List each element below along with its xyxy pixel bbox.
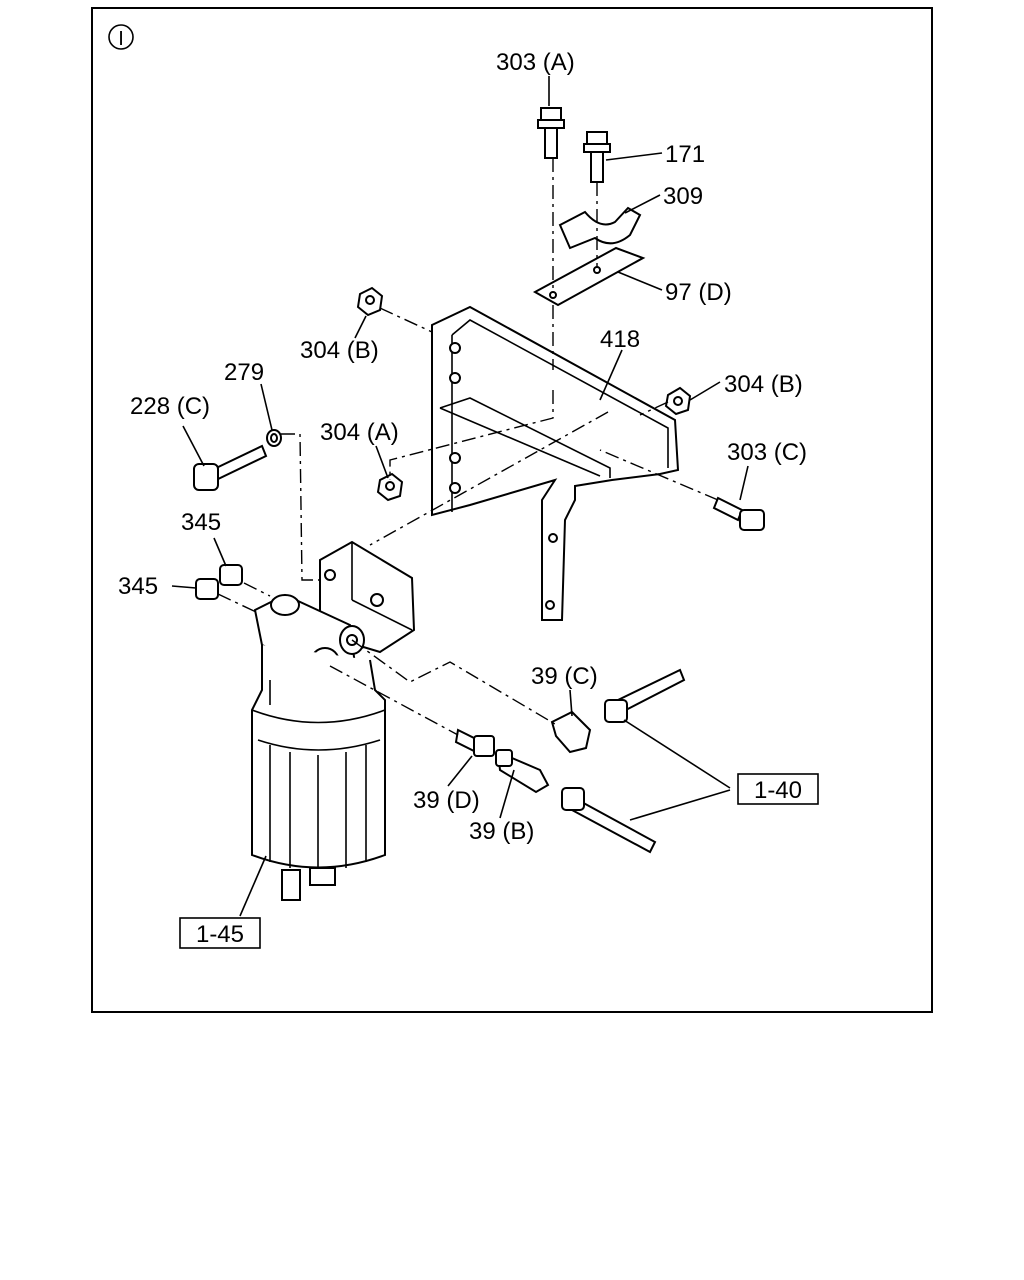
callout-345-lower: 345 <box>118 573 158 600</box>
callout-304b-right: 304 (B) <box>724 371 803 398</box>
washer-279 <box>266 429 282 447</box>
callout-279: 279 <box>224 359 264 386</box>
callout-345-upper: 345 <box>181 509 221 536</box>
callout-39d: 39 (D) <box>413 787 480 814</box>
callout-labels: 303 (A) 171 309 97 (D) 304 (B) 418 304 (… <box>118 49 807 845</box>
nut-304a <box>376 472 404 502</box>
diagram-frame <box>91 7 933 1013</box>
nut-304b-right <box>664 386 692 416</box>
callout-304a: 304 (A) <box>320 419 399 446</box>
plate-97d <box>532 246 646 307</box>
view-marker: I <box>108 24 134 50</box>
ref-1-45-label: 1-45 <box>196 921 244 948</box>
leader-lines <box>171 76 749 917</box>
callout-418: 418 <box>600 326 640 353</box>
callout-303c: 303 (C) <box>727 439 807 466</box>
callout-39b: 39 (B) <box>469 818 534 845</box>
fitting-39d <box>454 728 495 757</box>
view-marker-label: I <box>118 28 124 50</box>
callout-97d: 97 (D) <box>665 279 732 306</box>
callout-303a: 303 (A) <box>496 49 575 76</box>
callout-309: 309 <box>663 183 703 210</box>
assembly-lines <box>217 158 719 736</box>
pipe-upper <box>604 668 686 723</box>
clip-309 <box>558 206 642 250</box>
bracket-418 <box>431 305 680 621</box>
plug-345-lower <box>195 578 219 600</box>
ref-1-45: 1-45 <box>179 917 261 949</box>
filter-bowl <box>251 645 386 901</box>
bolt-171 <box>583 131 611 183</box>
bolt-303a <box>537 107 565 159</box>
callout-171: 171 <box>665 141 705 168</box>
callout-228c: 228 (C) <box>130 393 210 420</box>
fitting-39b <box>495 749 550 794</box>
nut-304b-left <box>356 286 384 317</box>
fitting-39c <box>550 710 592 754</box>
bolt-303c <box>712 496 765 531</box>
plug-345-upper <box>219 564 243 586</box>
ref-1-40: 1-40 <box>737 773 819 805</box>
ref-1-40-label: 1-40 <box>754 777 802 804</box>
pipe-lower <box>561 787 657 854</box>
callout-39c: 39 (C) <box>531 663 598 690</box>
callout-304b-left: 304 (B) <box>300 337 379 364</box>
bolt-228c <box>193 444 268 491</box>
